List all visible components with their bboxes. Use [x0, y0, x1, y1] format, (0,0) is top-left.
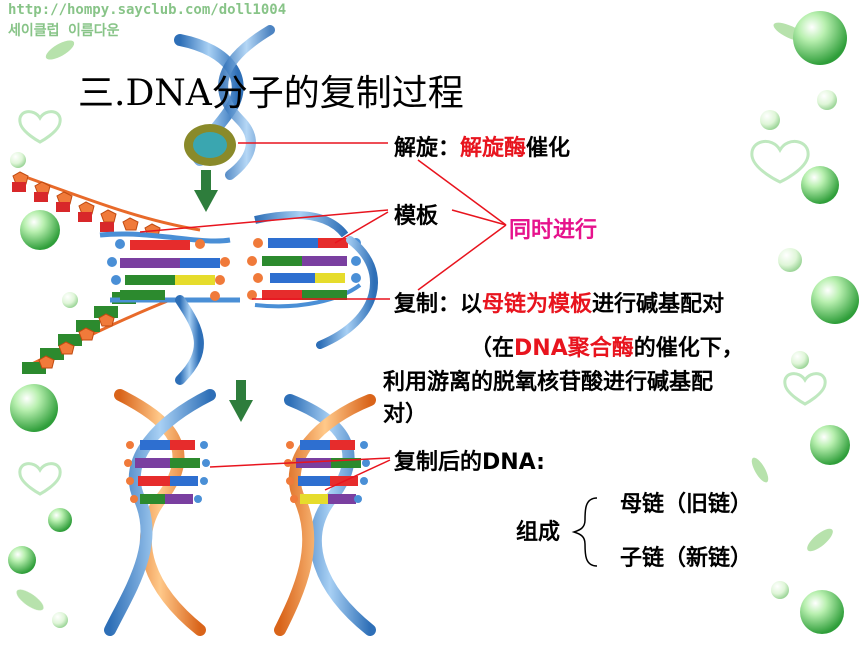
daughter-chain-label: 子链（新链） [620, 546, 753, 571]
heart-decorations [18, 110, 827, 496]
replication-line2: 利用游离的脱氧核苷酸进行碱基配 [383, 370, 714, 395]
pointer-lines [139, 142, 507, 491]
daughter-dna-right [274, 394, 376, 636]
parent-template-label: 母链为模板 [482, 292, 593, 317]
parent-chain-label: 母链（旧链） [620, 492, 753, 517]
left-fork-base-pairs [99, 231, 240, 385]
unwinding-label: 解旋： [394, 136, 461, 161]
dna-polymerase-label: DNA聚合酶 [514, 336, 634, 361]
replication-fork-left-strand [12, 171, 201, 374]
right-fork-base-pairs [247, 211, 378, 349]
compose-label: 组成 [516, 520, 561, 545]
replication-suffix: 进行碱基配对 [592, 292, 725, 317]
replication-prefix: 以 [460, 292, 483, 317]
watermark-korean: 세이클럽 이름다운 [8, 23, 120, 39]
unwinding-suffix: 催化 [526, 136, 571, 161]
replication-label: 复制： [394, 292, 461, 317]
replication-note: （在DNA聚合酶的催化下， [470, 330, 744, 362]
after-replication-label: 复制后的DNA: [394, 450, 545, 475]
note-open: （在 [470, 336, 515, 361]
daughter-dna-left [104, 389, 216, 636]
unwinding-row: 解旋：解旋酶催化 [394, 130, 570, 162]
page-title: 三.DNA分子的复制过程 [78, 73, 464, 114]
parent-dna-helix [174, 25, 275, 180]
bubble-decorations [8, 11, 859, 634]
template-label: 模板 [394, 204, 439, 229]
replication-line3: 对） [383, 402, 428, 427]
brace-icon [571, 497, 598, 567]
helicase-label: 解旋酶 [460, 136, 527, 161]
simultaneous-label: 同时进行 [509, 218, 598, 243]
watermark-url: http://hompy.sayclub.com/doll1004 [8, 2, 287, 18]
arrow-down-icon [229, 380, 253, 422]
arrow-down-icon [194, 170, 218, 212]
note-tail: 的催化下， [633, 336, 744, 361]
replication-row: 复制：以母链为模板进行碱基配对 [394, 286, 724, 318]
